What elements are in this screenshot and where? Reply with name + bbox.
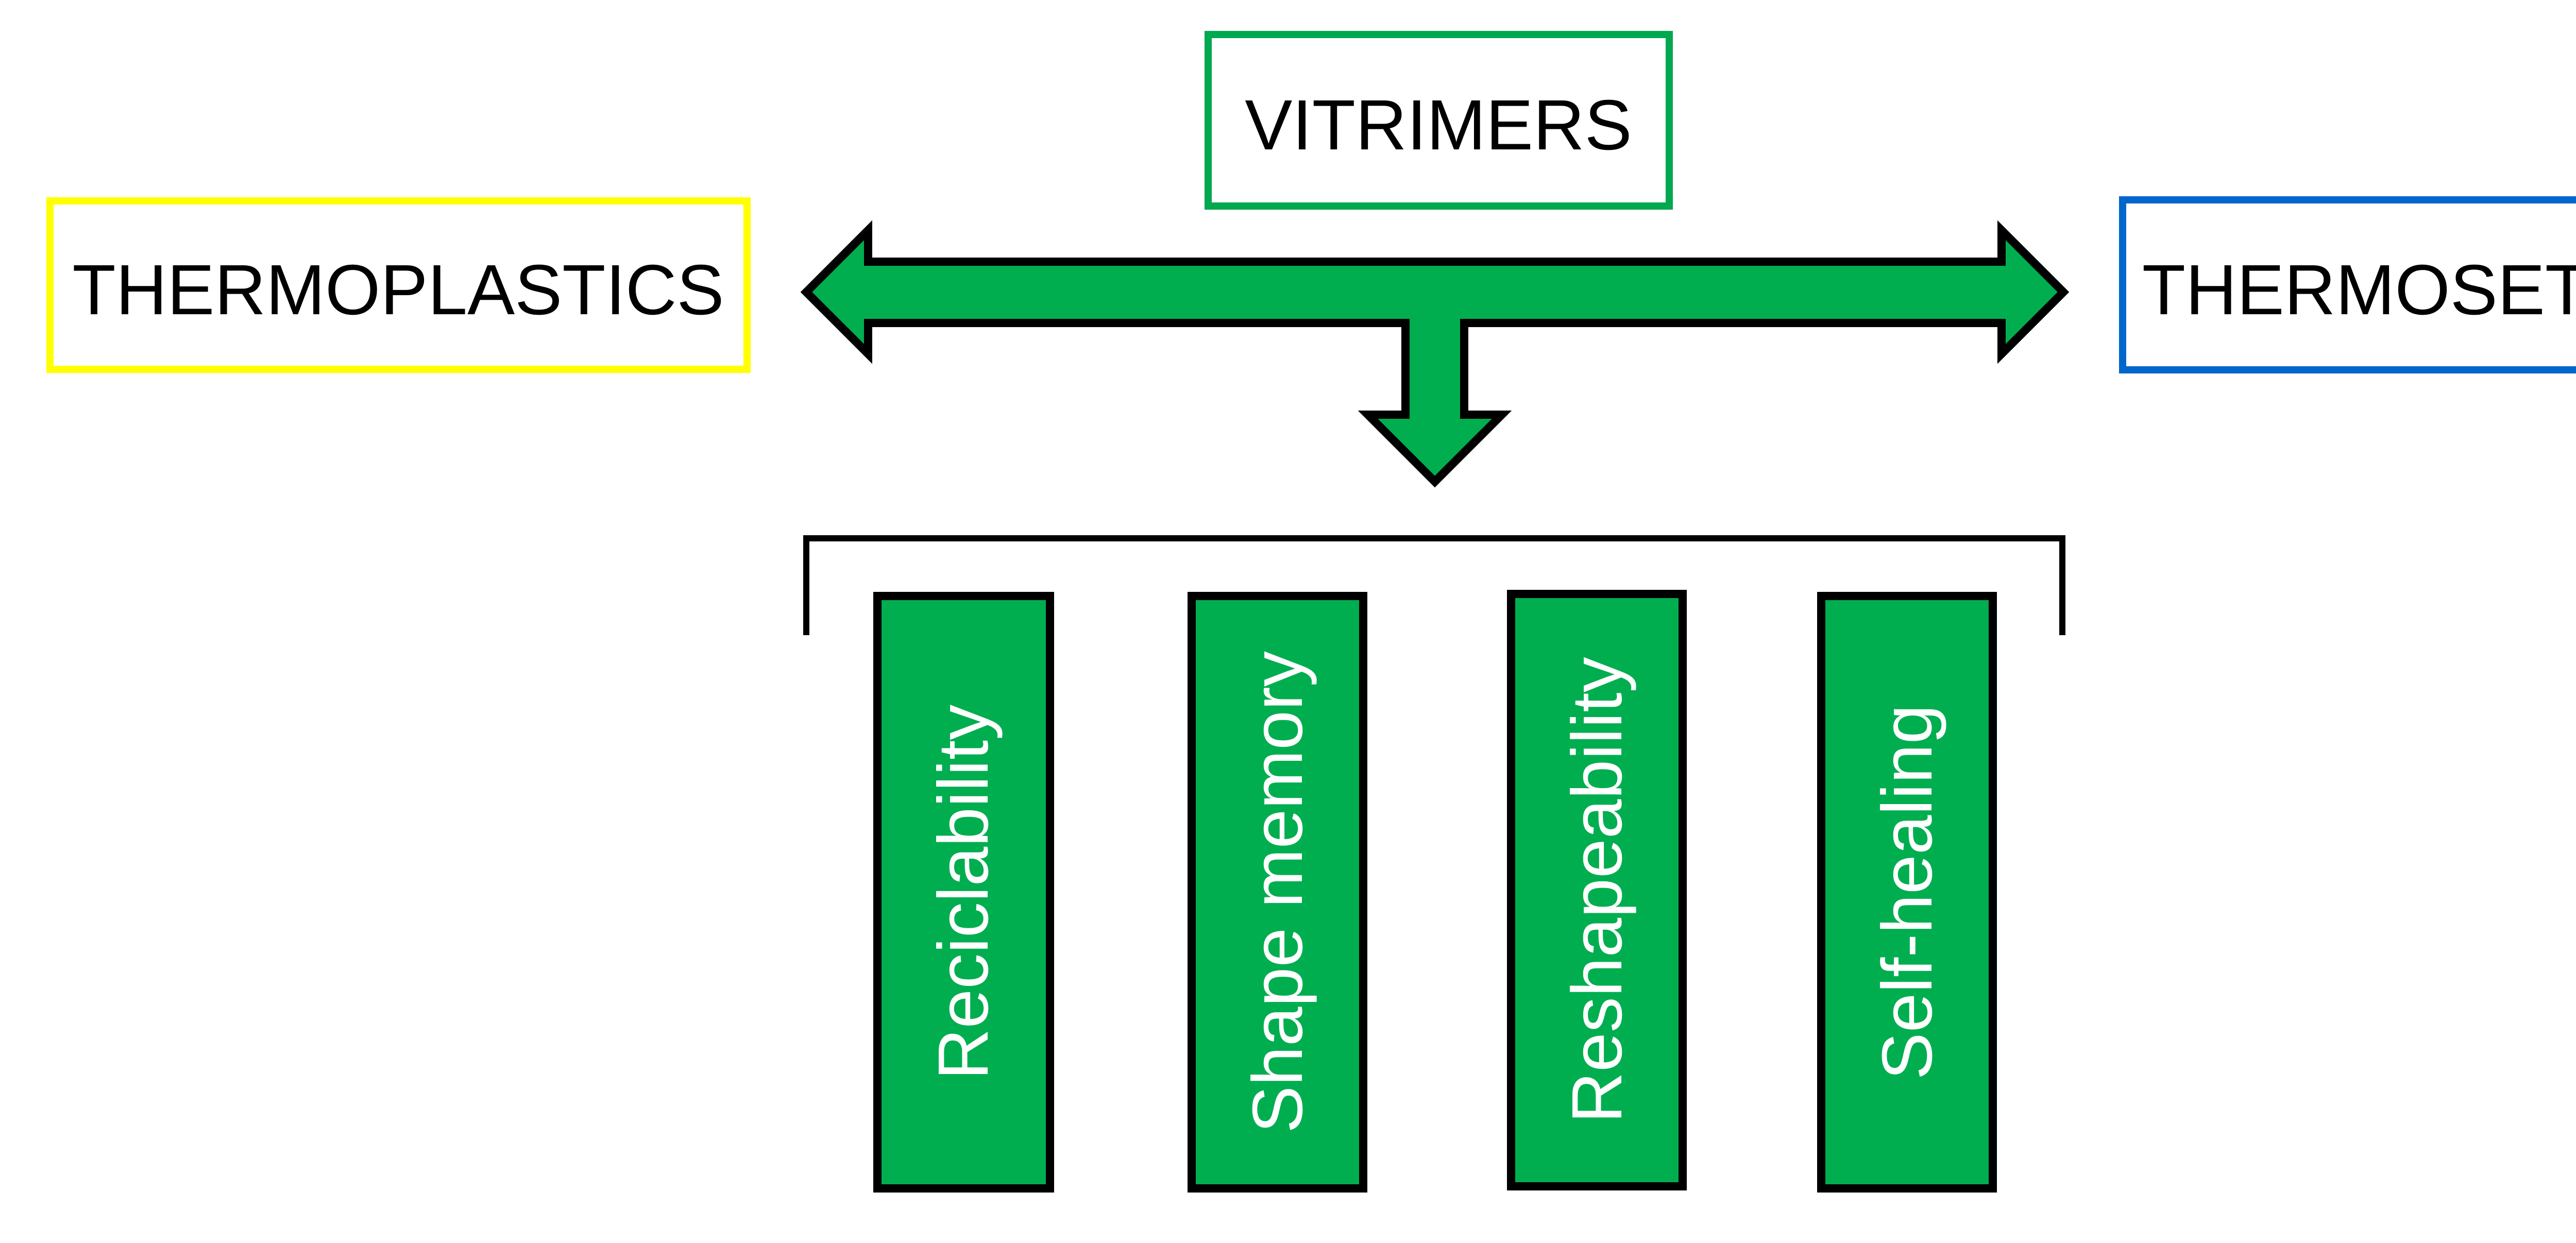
thermosets-node: THERMOSETS <box>2119 196 2576 373</box>
property-box <box>1188 592 1367 1193</box>
thermoplastics-label: THERMOPLASTICS <box>72 250 724 330</box>
property-self-healing: Self-healing <box>1817 592 1997 1193</box>
thermoplastics-node: THERMOPLASTICS <box>46 197 751 373</box>
vitrimers-node: VITRIMERS <box>1205 31 1673 210</box>
property-box <box>1507 590 1687 1190</box>
double-arrow-with-branch <box>800 220 2070 488</box>
grouping-bracket <box>803 535 2065 635</box>
thermosets-label: THERMOSETS <box>2142 250 2576 330</box>
property-label: Reshapeability <box>1557 657 1637 1123</box>
property-box <box>873 592 1054 1193</box>
thermosets-box <box>2119 196 2576 373</box>
property-reciclability: Reciclability <box>873 592 1054 1193</box>
property-label: Shape memory <box>1238 651 1317 1133</box>
property-label: Reciclability <box>924 705 1003 1080</box>
vitrimers-label: VITRIMERS <box>1245 86 1632 165</box>
vitrimers-box <box>1205 31 1673 210</box>
property-reshapeability: Reshapeability <box>1507 590 1687 1190</box>
property-box <box>1817 592 1997 1193</box>
property-label: Self-healing <box>1868 705 1947 1080</box>
property-shape-memory: Shape memory <box>1188 592 1367 1193</box>
thermoplastics-box <box>46 197 751 373</box>
